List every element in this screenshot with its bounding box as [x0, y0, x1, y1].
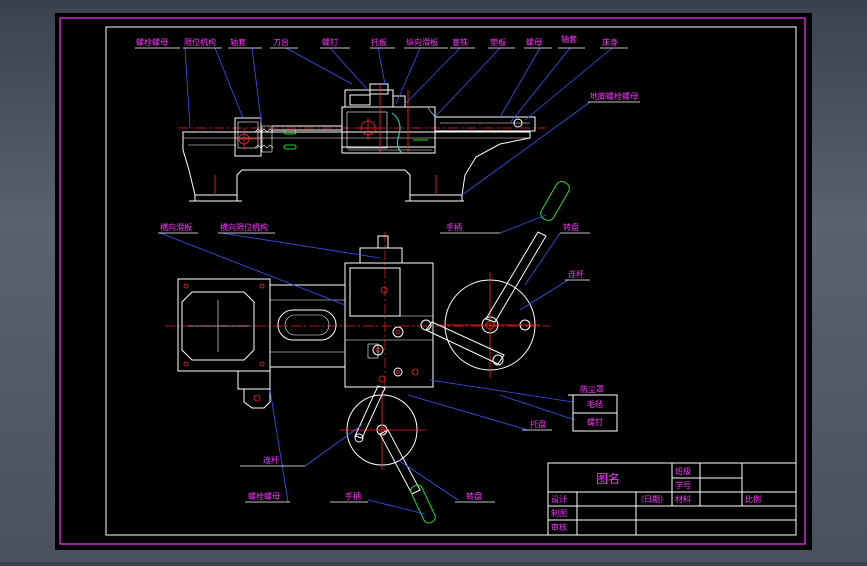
outer-border [59, 17, 806, 545]
label-top-6: 托板 [371, 37, 387, 47]
plan-view-assembly [165, 181, 570, 524]
label-rod-left: 连杆 [263, 455, 279, 465]
parts-callout-table [568, 394, 618, 432]
label-top-3: 轴套 [230, 37, 246, 47]
label-rod-right: 连杆 [568, 269, 584, 279]
label-mid-slide: 横向滑板 [160, 222, 192, 232]
label-top-8: 塞铁 [452, 37, 468, 47]
title-block-scale: 比例 [745, 494, 761, 504]
title-block-material: 材料 [675, 494, 691, 504]
label-top-10: 螺母 [526, 37, 542, 47]
label-top-1: 螺栓螺母 [136, 37, 168, 47]
label-top-2: 限位机构 [184, 37, 216, 47]
label-mid-limit: 横向限位机构 [220, 222, 268, 232]
label-top-7: 纵向滑板 [406, 37, 438, 47]
label-top-4: 刀台 [273, 37, 289, 47]
title-block-student-no: 学号 [675, 480, 691, 490]
label-handle-top: 手柄 [446, 222, 462, 232]
callout-labels: 螺栓螺母 限位机构 轴套 刀台 螺钉 托板 纵向滑板 塞铁 垫板 螺母 轴套 床… [136, 34, 638, 501]
label-felt: 毛毡 [587, 399, 603, 409]
label-top-11: 轴套 [561, 34, 577, 44]
label-underlines [135, 47, 640, 503]
label-top-12: 床身 [602, 37, 618, 47]
leader-lines [159, 47, 613, 515]
title-block-review: 审核 [551, 522, 567, 532]
title-block-date: （日期） [636, 495, 668, 504]
title-block-name: 图名 [596, 471, 620, 486]
label-bolt-bottom: 螺栓螺母 [248, 491, 280, 501]
inner-frame [105, 26, 797, 536]
label-disk-top: 转盘 [563, 222, 579, 232]
label-screw-right: 螺钉 [587, 417, 603, 427]
title-block: 图名 班级 学号 设计 （日期） 材料 比例 制图 审核 [547, 462, 797, 536]
label-top-5: 螺钉 [322, 37, 338, 47]
label-top-9: 垫板 [490, 37, 506, 47]
label-plate: 托盘 [530, 419, 546, 429]
title-block-design: 设计 [551, 494, 567, 504]
label-disk-bottom: 转盘 [466, 491, 482, 501]
title-block-class: 班级 [675, 466, 691, 476]
label-dust-cover: 防尘罩 [580, 384, 604, 394]
label-right-bolt: 地脚螺栓螺母 [590, 91, 638, 101]
label-handle-bottom: 手柄 [345, 491, 361, 501]
title-block-drawing: 制图 [551, 508, 567, 518]
